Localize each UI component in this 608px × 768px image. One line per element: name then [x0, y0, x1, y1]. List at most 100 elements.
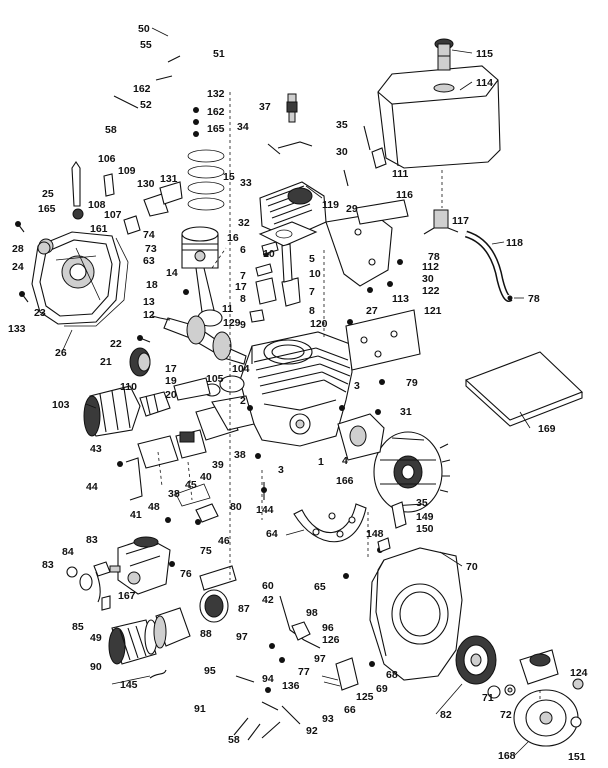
- callout-110: 110: [120, 381, 137, 393]
- part-104-105: [173, 375, 245, 401]
- callout-109: 109: [118, 165, 136, 177]
- callout-8: 8: [240, 293, 246, 305]
- module-166: [337, 413, 385, 461]
- callout-112: 112: [422, 261, 439, 273]
- callout-66: 66: [344, 704, 356, 716]
- callout-131: 131: [160, 173, 178, 185]
- callout-126: 126: [322, 634, 340, 646]
- callout-136: 136: [282, 680, 300, 692]
- dipstick: [71, 161, 84, 220]
- callout-78: 78: [428, 251, 440, 263]
- pulley-82: [455, 635, 497, 685]
- callout-167: 167: [118, 590, 136, 602]
- callout-55: 55: [140, 39, 152, 51]
- callout-50: 50: [138, 23, 150, 35]
- crankshaft: [151, 315, 247, 365]
- callout-80: 80: [230, 501, 242, 513]
- callout-113: 113: [392, 293, 409, 305]
- callout-65: 65: [314, 581, 326, 593]
- callout-44: 44: [86, 481, 98, 493]
- callout-26: 26: [55, 347, 67, 359]
- flywheel: [373, 431, 451, 513]
- callout-71: 71: [482, 692, 494, 704]
- callout-84: 84: [62, 546, 74, 558]
- governor-linkage: [235, 595, 359, 725]
- gas-tank: [377, 38, 501, 169]
- callout-116: 116: [396, 189, 413, 201]
- air-vane-64: [293, 503, 367, 543]
- callout-45: 45: [185, 479, 197, 491]
- callout-23: 23: [34, 307, 46, 319]
- starter-motor: [83, 385, 171, 437]
- callout-107: 107: [104, 209, 122, 221]
- callout-133: 133: [8, 323, 26, 335]
- callout-119: 119: [322, 199, 339, 211]
- callout-43: 43: [90, 443, 102, 455]
- callout-151: 151: [568, 751, 586, 763]
- callout-120: 120: [310, 318, 328, 330]
- callout-106: 106: [98, 153, 116, 165]
- callout-31: 31: [400, 406, 412, 418]
- callout-30: 30: [422, 273, 434, 285]
- callout-162: 162: [133, 83, 151, 95]
- callout-96: 96: [322, 622, 334, 634]
- callout-77: 77: [298, 666, 310, 678]
- callout-32: 32: [238, 217, 250, 229]
- callout-5: 5: [309, 253, 315, 265]
- engine-block: [239, 331, 353, 447]
- callout-149: 149: [416, 511, 434, 523]
- fuel-line: [464, 230, 513, 302]
- small-hardware: [15, 55, 407, 693]
- callout-13: 13: [143, 296, 155, 308]
- callout-118: 118: [506, 237, 523, 249]
- callout-52: 52: [140, 99, 152, 111]
- callout-8: 8: [309, 305, 315, 317]
- callout-165: 165: [207, 123, 225, 135]
- callout-124: 124: [570, 667, 588, 679]
- callout-49: 49: [90, 632, 102, 644]
- gear-21: [129, 347, 151, 377]
- bracket-121: [345, 309, 421, 371]
- callout-74: 74: [143, 229, 155, 241]
- leader-lines: [61, 27, 531, 757]
- callout-27: 27: [366, 305, 378, 317]
- callout-130: 130: [137, 178, 155, 190]
- callout-11: 11: [222, 303, 233, 315]
- callout-144: 144: [256, 504, 274, 516]
- callout-60: 60: [262, 580, 274, 592]
- callout-108: 108: [88, 199, 106, 211]
- gasket-26: [64, 237, 129, 327]
- callout-33: 33: [240, 177, 252, 189]
- callout-16: 16: [227, 232, 239, 244]
- crankcase-cover: [31, 231, 121, 325]
- callout-121: 121: [424, 305, 442, 317]
- recoil-starter: [513, 649, 584, 747]
- callout-63: 63: [143, 255, 155, 267]
- callout-87: 87: [238, 603, 250, 615]
- callout-92: 92: [306, 725, 318, 737]
- blower-housing: [369, 547, 463, 681]
- callout-15: 15: [223, 171, 235, 183]
- callout-104: 104: [232, 363, 250, 375]
- callout-14: 14: [166, 267, 178, 279]
- callout-34: 34: [237, 121, 249, 133]
- callout-18: 18: [146, 279, 158, 291]
- piston-rings: [187, 149, 225, 211]
- part-116: [355, 199, 409, 225]
- callout-2: 2: [240, 395, 246, 407]
- callout-12: 12: [143, 309, 155, 321]
- callout-111: 111: [392, 168, 409, 180]
- callout-105: 105: [206, 373, 224, 385]
- muffler-parts: [125, 395, 255, 523]
- callout-70: 70: [466, 561, 478, 573]
- callout-122: 122: [422, 285, 440, 297]
- callout-bracket-58: [233, 717, 281, 741]
- callout-4: 4: [342, 455, 348, 467]
- callout-38: 38: [234, 449, 246, 461]
- callout-161: 161: [90, 223, 108, 235]
- callout-21: 21: [100, 356, 112, 368]
- callout-79: 79: [406, 377, 418, 389]
- callout-38: 38: [168, 488, 180, 500]
- callout-150: 150: [416, 523, 434, 535]
- hardware-71-72: [487, 684, 516, 699]
